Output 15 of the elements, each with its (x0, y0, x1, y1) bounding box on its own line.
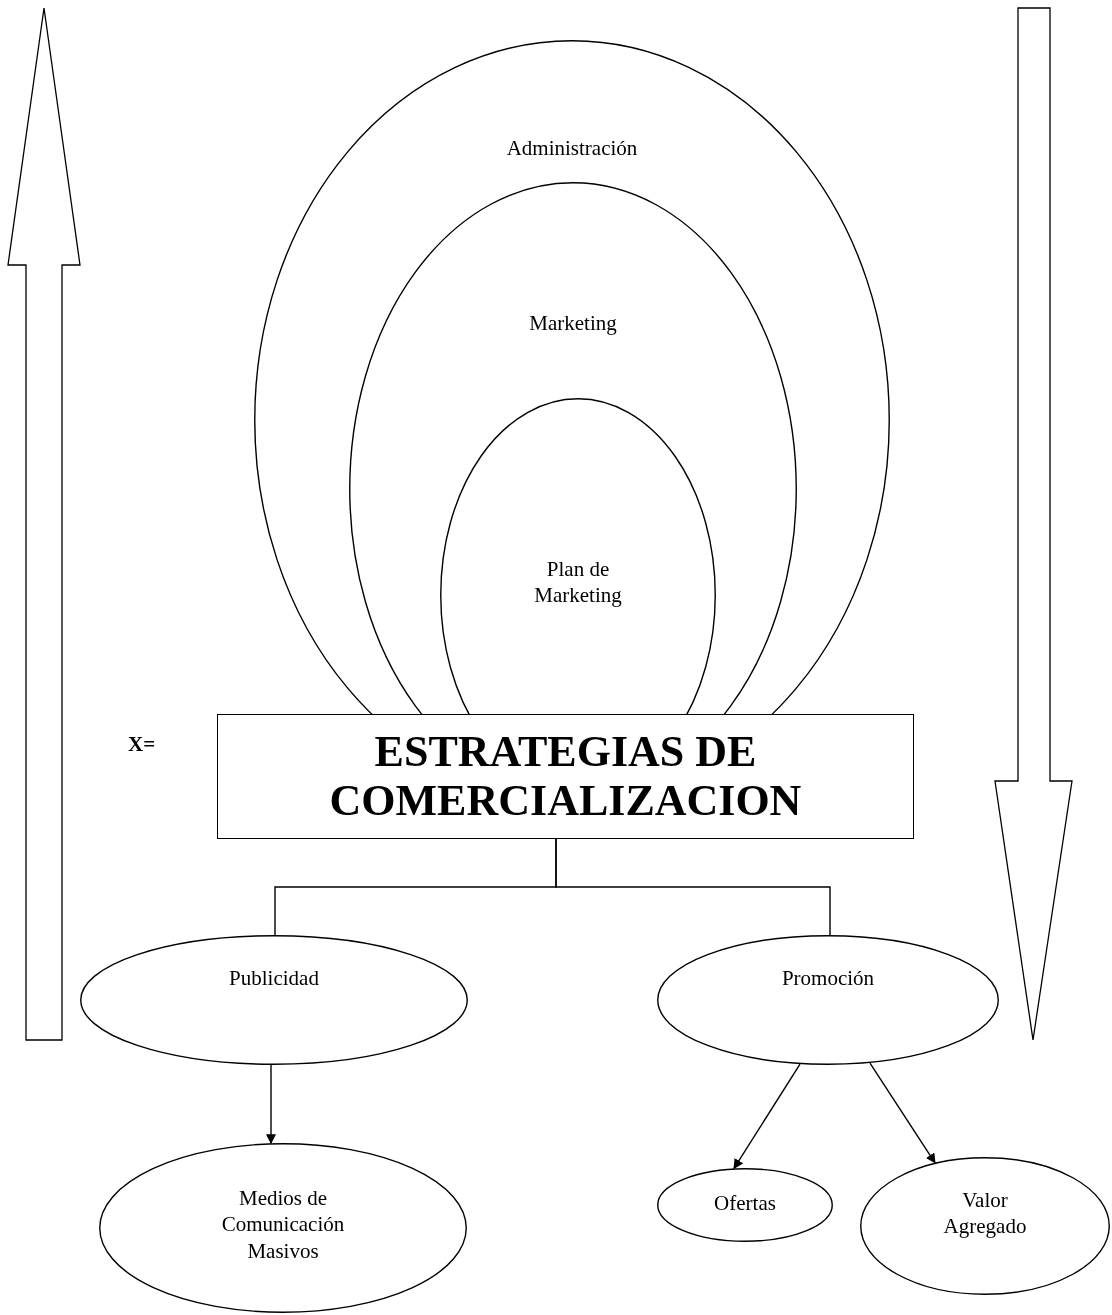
node-label: Medios de Comunicación Masivos (220, 1185, 346, 1264)
node-label: Marketing (528, 310, 618, 337)
variable-label: X= (128, 732, 156, 757)
node-label: Administración (505, 135, 639, 162)
title-box (217, 714, 914, 839)
node-label: Valor Agregado (942, 1187, 1028, 1240)
arrow (733, 1063, 801, 1170)
connector-line (555, 838, 831, 936)
node-label: Promoción (780, 965, 876, 992)
node-label: Plan de Marketing (533, 556, 623, 609)
node-label: Ofertas (713, 1190, 777, 1217)
node-label: Publicidad (228, 965, 320, 992)
arrow (869, 1062, 936, 1164)
title-text: ESTRATEGIAS DE COMERCIALIZACION (328, 728, 803, 825)
arrow (266, 1064, 276, 1145)
